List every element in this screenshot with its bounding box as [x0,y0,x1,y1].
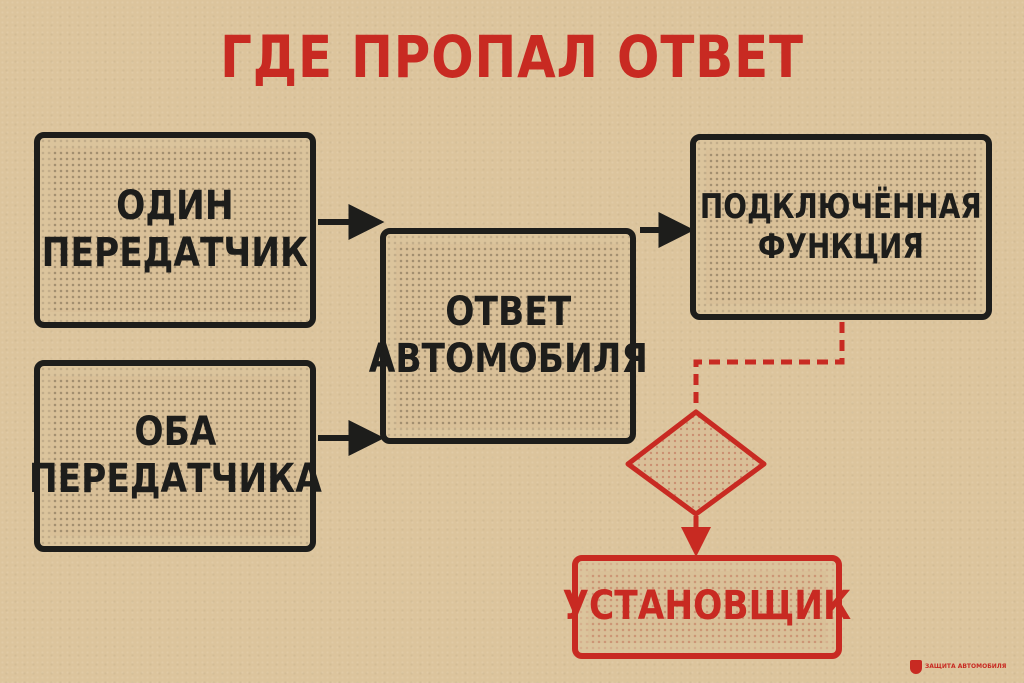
decision-diamond [625,409,767,517]
diagram-title: ГДЕ ПРОПАЛ ОТВЕТ [220,23,804,91]
node-car-response: ОТВЕТ АВТОМОБИЛЯ [368,228,648,444]
node-connected-function: ПОДКЛЮЧЁННАЯ ФУНКЦИЯ [690,134,992,320]
node-installer-label: УСТАНОВЩИК [563,583,852,630]
node-car-response-label: ОТВЕТ АВТОМОБИЛЯ [368,289,647,383]
node-both-transmitters-label: ОБА ПЕРЕДАТЧИКА [28,409,321,503]
node-line: ПОДКЛЮЧЁННАЯ [700,186,982,227]
node-connected-function-label: ПОДКЛЮЧЁННАЯ ФУНКЦИЯ [700,187,982,267]
node-line: ОДИН [116,182,234,229]
node-one-transmitter-label: ОДИН ПЕРЕДАТЧИК [42,183,308,277]
shield-icon [910,660,922,674]
node-line: АВТОМОБИЛЯ [368,336,648,382]
node-line: ПЕРЕДАТЧИК [41,230,309,276]
node-line: ФУНКЦИЯ [758,227,924,267]
brand-logo-text: ЗАЩИТА АВТОМОБИЛЯ [925,663,1007,670]
brand-logo: ЗАЩИТА АВТОМОБИЛЯ [910,658,1018,676]
node-line: ОБА [133,408,217,455]
node-line: ОТВЕТ [445,288,571,335]
dashed-function-to-decision [693,322,845,410]
node-line: ПЕРЕДАТЧИКА [28,456,322,502]
node-line: УСТАНОВЩИК [562,583,852,630]
node-one-transmitter: ОДИН ПЕРЕДАТЧИК [34,132,316,328]
node-installer: УСТАНОВЩИК [563,555,851,659]
node-both-transmitters: ОБА ПЕРЕДАТЧИКА [28,360,322,552]
